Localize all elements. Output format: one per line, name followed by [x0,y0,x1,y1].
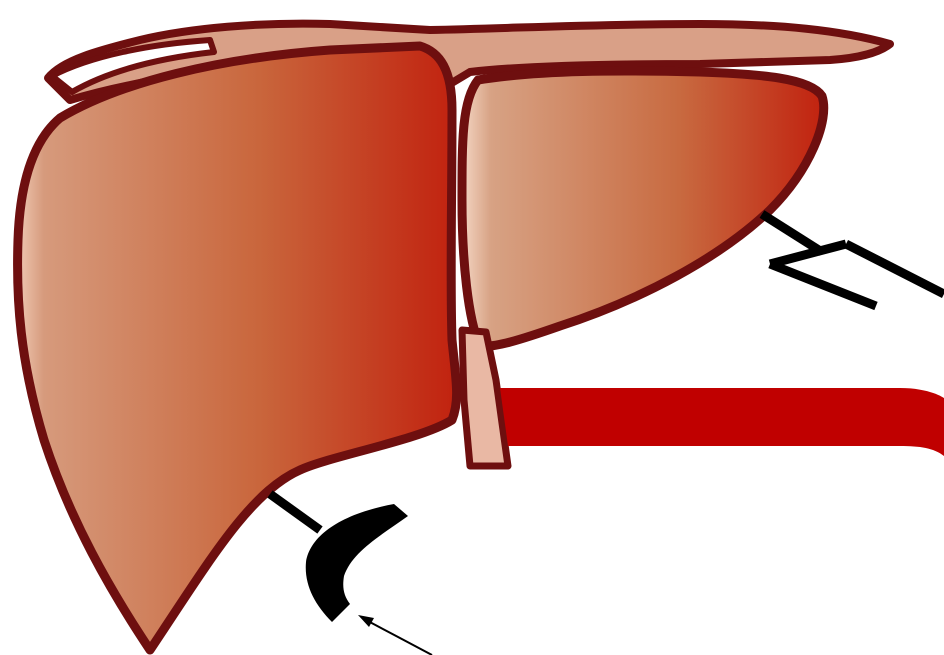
sensor-probe [762,214,944,306]
portal-duct [462,330,508,466]
pointer-arrow [358,615,432,655]
left-lobe [462,71,824,346]
blood-vessel [500,388,944,456]
clamp-device [270,494,408,622]
right-lobe [18,46,457,650]
